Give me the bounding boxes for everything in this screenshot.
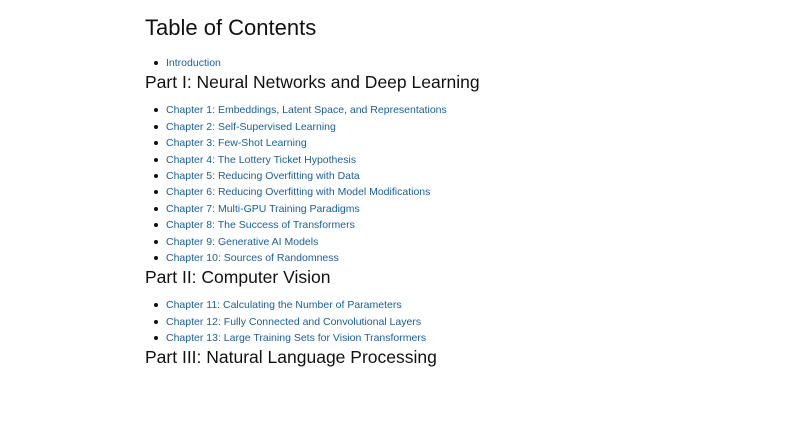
list-item: Chapter 8: The Success of Transformers	[154, 217, 705, 233]
list-item: Chapter 1: Embeddings, Latent Space, and…	[154, 102, 705, 118]
chapter-4-link[interactable]: Chapter 4: The Lottery Ticket Hypothesis	[166, 153, 357, 166]
chapter-7-link[interactable]: Chapter 7: Multi-GPU Training Paradigms	[166, 202, 360, 215]
intro-list: Introduction	[145, 55, 705, 71]
chapter-12-link[interactable]: Chapter 12: Fully Connected and Convolut…	[166, 315, 422, 328]
list-item: Chapter 6: Reducing Overfitting with Mod…	[154, 184, 705, 200]
bullet-icon	[154, 173, 158, 178]
bullet-icon	[154, 336, 158, 341]
list-item: Chapter 11: Calculating the Number of Pa…	[154, 297, 705, 313]
bullet-icon	[154, 190, 158, 195]
chapter-2-link[interactable]: Chapter 2: Self-Supervised Learning	[166, 120, 336, 133]
list-item: Chapter 9: Generative AI Models	[154, 234, 705, 250]
list-item: Chapter 2: Self-Supervised Learning	[154, 119, 705, 135]
bullet-icon	[154, 223, 158, 228]
bullet-icon	[154, 124, 158, 129]
bullet-icon	[154, 303, 158, 308]
chapter-3-link[interactable]: Chapter 3: Few-Shot Learning	[166, 137, 307, 150]
chapter-13-link[interactable]: Chapter 13: Large Training Sets for Visi…	[166, 332, 427, 345]
bullet-icon	[154, 157, 158, 162]
part-2-title: Part II: Computer Vision	[145, 267, 331, 288]
list-item: Introduction	[154, 55, 705, 71]
list-item: Chapter 12: Fully Connected and Convolut…	[154, 314, 705, 330]
chapter-8-link[interactable]: Chapter 8: The Success of Transformers	[166, 219, 355, 232]
table-of-contents: Table of Contents Introduction Part I: N…	[145, 14, 705, 377]
part-1-title: Part I: Neural Networks and Deep Learnin…	[145, 72, 480, 93]
part-2-chapter-list: Chapter 11: Calculating the Number of Pa…	[145, 297, 705, 346]
bullet-icon	[154, 255, 158, 260]
part-1-chapter-list: Chapter 1: Embeddings, Latent Space, and…	[145, 102, 705, 266]
chapter-1-link[interactable]: Chapter 1: Embeddings, Latent Space, and…	[166, 104, 447, 117]
part-3-title: Part III: Natural Language Processing	[145, 347, 437, 368]
chapter-11-link[interactable]: Chapter 11: Calculating the Number of Pa…	[166, 299, 402, 312]
bullet-icon	[154, 206, 158, 211]
chapter-9-link[interactable]: Chapter 9: Generative AI Models	[166, 235, 319, 248]
chapter-5-link[interactable]: Chapter 5: Reducing Overfitting with Dat…	[166, 169, 360, 182]
list-item: Chapter 3: Few-Shot Learning	[154, 135, 705, 151]
bullet-icon	[154, 61, 158, 65]
list-item: Chapter 4: The Lottery Ticket Hypothesis	[154, 152, 705, 168]
toc-title: Table of Contents	[145, 15, 317, 40]
list-item: Chapter 7: Multi-GPU Training Paradigms	[154, 201, 705, 217]
bullet-icon	[154, 319, 158, 324]
bullet-icon	[154, 239, 158, 244]
list-item: Chapter 10: Sources of Randomness	[154, 250, 705, 266]
bullet-icon	[154, 141, 158, 146]
chapter-10-link[interactable]: Chapter 10: Sources of Randomness	[166, 251, 339, 264]
list-item: Chapter 5: Reducing Overfitting with Dat…	[154, 168, 705, 184]
chapter-6-link[interactable]: Chapter 6: Reducing Overfitting with Mod…	[166, 186, 431, 199]
bullet-icon	[154, 108, 158, 113]
list-item: Chapter 13: Large Training Sets for Visi…	[154, 330, 705, 346]
introduction-link[interactable]: Introduction	[166, 57, 221, 69]
